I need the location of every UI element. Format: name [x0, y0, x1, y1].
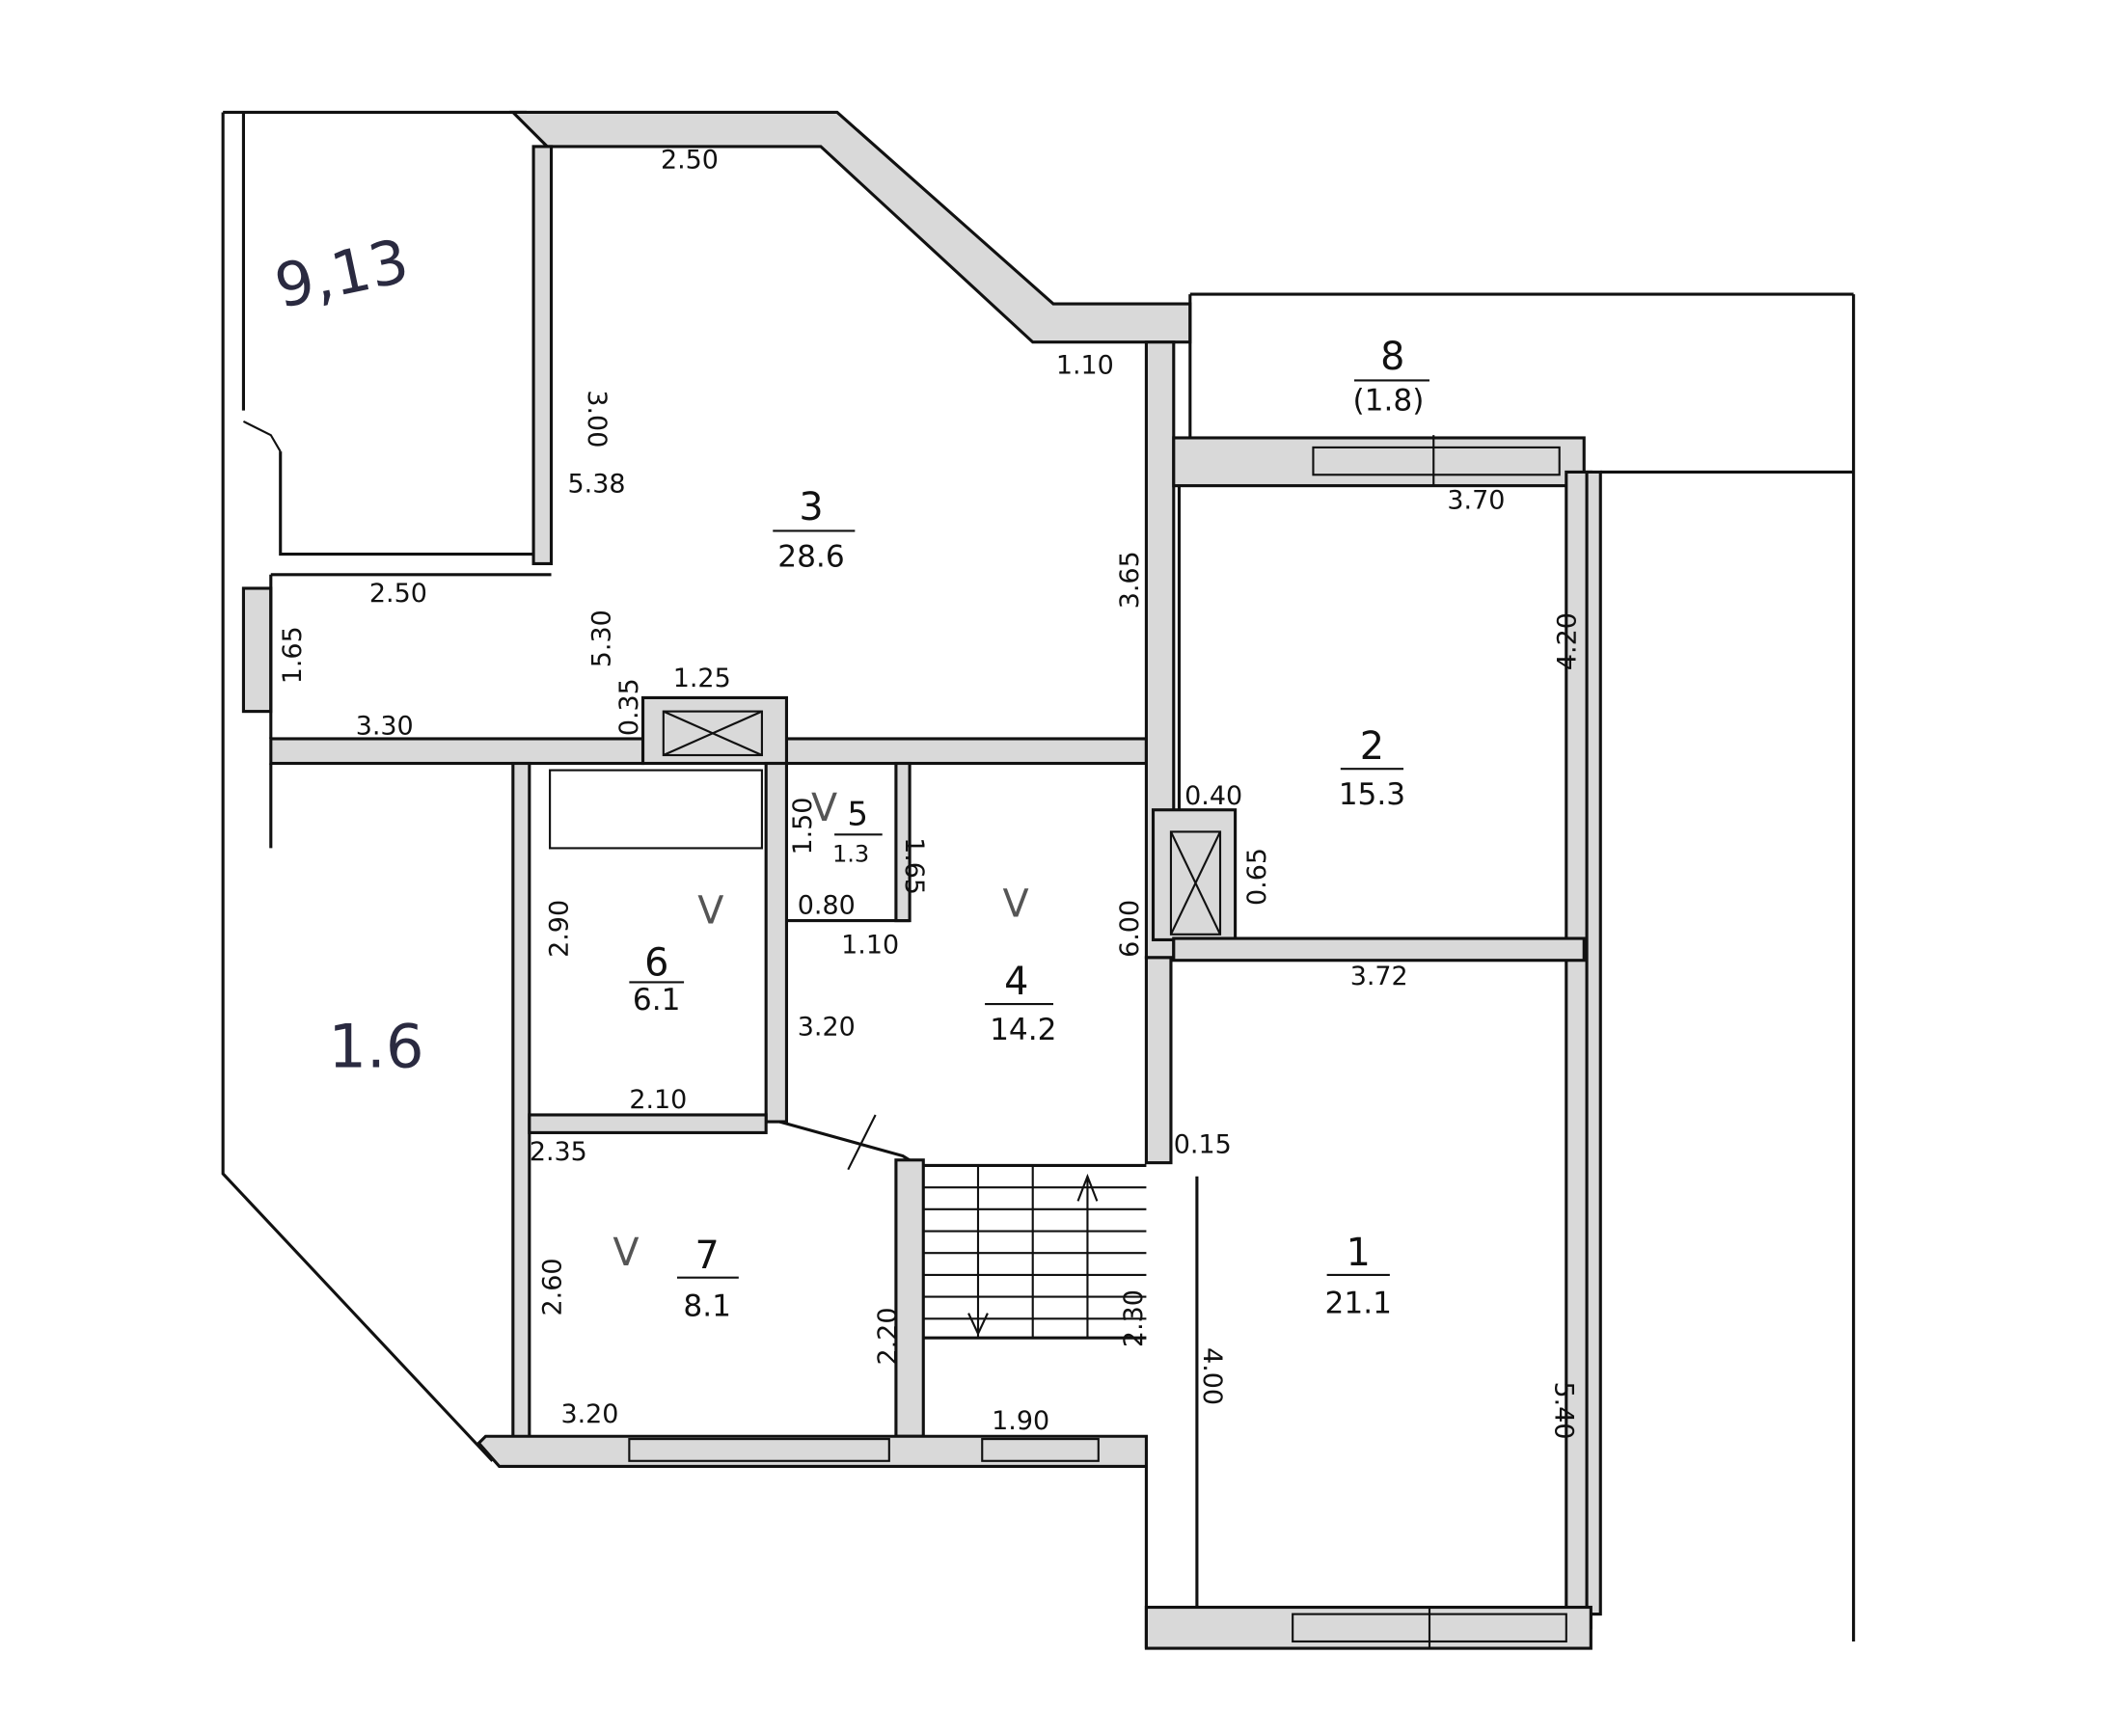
room-1-label: 1 21.1	[1325, 1231, 1392, 1321]
dim-shaft2-w: 0.40	[1184, 781, 1242, 811]
svg-text:2: 2	[1360, 724, 1384, 769]
walls	[221, 110, 1856, 1650]
room-4-label: 4 14.2	[985, 960, 1057, 1047]
room-6-label: 6 6.1	[629, 940, 685, 1017]
dim-shaft2-h: 0.65	[1242, 848, 1272, 906]
check-mark-6: V	[697, 888, 723, 933]
room-8-label: 8 (1.8)	[1352, 335, 1429, 419]
dim-r1-right: 5.40	[1548, 1382, 1578, 1440]
dim-hall: 3.30	[356, 712, 414, 742]
dim-r3-mid: 5.30	[587, 610, 617, 667]
svg-text:14.2: 14.2	[990, 1013, 1056, 1047]
dim-shaft-w: 1.25	[673, 664, 731, 693]
check-mark-7: V	[612, 1231, 639, 1275]
dim-r1-offset: 0.15	[1174, 1130, 1232, 1160]
svg-text:1: 1	[1347, 1231, 1371, 1275]
svg-text:3: 3	[799, 485, 823, 529]
dim-r7-side: 2.20	[873, 1308, 903, 1366]
dim-stairs: 2.30	[1119, 1289, 1149, 1347]
dim-stair-w: 1.90	[992, 1406, 1049, 1436]
staircase	[923, 1163, 1147, 1340]
dim-r2-top: 3.70	[1447, 486, 1505, 516]
dim-r2-right-side: 3.65	[1115, 551, 1145, 609]
dim-shaft-small: 0.35	[614, 678, 644, 736]
svg-text:5: 5	[847, 795, 868, 833]
svg-text:8: 8	[1380, 335, 1404, 379]
dim-r7-h: 2.60	[537, 1258, 567, 1316]
room-7-label: 7 8.1	[676, 1234, 739, 1323]
svg-text:(1.8): (1.8)	[1352, 384, 1424, 419]
dim-r7-top: 2.35	[530, 1137, 587, 1167]
handwritten-area-top-left: 9,13	[269, 226, 415, 322]
dim-inner-bottom: 2.50	[369, 579, 427, 609]
svg-text:15.3: 15.3	[1339, 777, 1405, 812]
room-3-label: 3 28.6	[773, 485, 856, 574]
svg-text:7: 7	[695, 1234, 720, 1278]
dim-r3-left: 3.00	[582, 390, 612, 448]
dim-r1-top: 3.72	[1350, 962, 1408, 991]
svg-text:8.1: 8.1	[683, 1288, 731, 1323]
handwritten-area-left: 1.6	[328, 1011, 423, 1081]
dim-r6-h: 2.90	[545, 900, 575, 958]
check-mark-4: V	[1003, 882, 1029, 926]
dim-r4-h: 6.00	[1115, 900, 1145, 958]
svg-text:21.1: 21.1	[1325, 1287, 1392, 1321]
svg-text:6.1: 6.1	[633, 983, 681, 1017]
svg-text:4: 4	[1004, 960, 1028, 1004]
dim-r7-w: 3.20	[560, 1399, 618, 1429]
dim-top-window: 2.50	[661, 146, 719, 176]
room-2-label: 2 15.3	[1339, 724, 1405, 812]
dim-left-window: 1.65	[278, 626, 308, 684]
svg-text:28.6: 28.6	[777, 539, 844, 574]
dim-r6-side: 3.20	[798, 1013, 856, 1043]
dim-r6-w: 2.10	[629, 1085, 687, 1115]
dim-r2-h: 4.20	[1553, 612, 1583, 670]
room-5-label: 5 1.3	[832, 795, 883, 868]
dim-r5-w: 0.80	[798, 891, 856, 921]
dim-r5-h: 1.50	[788, 798, 818, 855]
dimension-labels: 2.50 3.00 1.10 5.38 2.50 5.30 1.65 3.30 …	[278, 146, 1583, 1440]
svg-text:1.3: 1.3	[832, 841, 869, 868]
dim-r1-h: 4.00	[1197, 1347, 1227, 1405]
dim-r3-height: 5.38	[568, 470, 626, 500]
dim-r5-bottom: 1.10	[841, 931, 899, 961]
dim-r3-diag: 1.10	[1056, 350, 1114, 380]
check-mark-5: V	[811, 786, 837, 830]
dim-r5-side: 1.65	[899, 837, 929, 895]
svg-text:6: 6	[644, 940, 668, 985]
